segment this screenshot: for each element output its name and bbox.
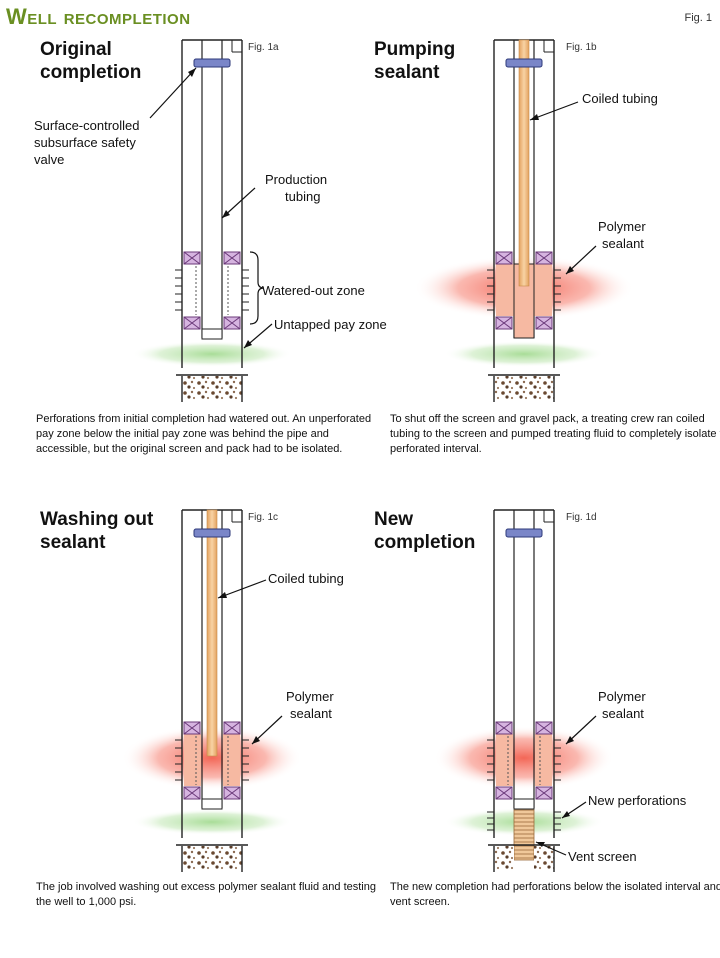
gravel-pack	[182, 846, 242, 870]
pay-zone-green	[132, 809, 292, 835]
label-new-perforations: New perforations	[588, 793, 687, 808]
label-safety-valve: Surface-controlled subsurface safety val…	[34, 118, 140, 167]
label-polymer-sealant: Polymer sealant	[598, 219, 646, 251]
page-title: Well recompletion	[6, 4, 191, 29]
packers	[183, 251, 241, 330]
untapped-pay-zone	[132, 341, 292, 367]
gravel-pack	[494, 376, 554, 400]
caption-1c: The job involved washing out excess poly…	[36, 881, 376, 908]
heading-1b: Pumping sealant	[374, 39, 456, 83]
label-polymer-sealant: Polymer sealant	[598, 689, 646, 721]
fig-label-1a: Fig. 1a	[248, 42, 279, 53]
well-diagram-1d	[434, 509, 614, 872]
coiled-tubing	[206, 509, 218, 757]
heading-1d: New completion	[374, 509, 476, 553]
sealant-zone-red	[434, 726, 614, 790]
label-vent-screen: Vent screen	[568, 849, 637, 864]
label-production-tubing: Production tubing	[265, 172, 328, 204]
caption-1a: Perforations from initial completion had…	[36, 413, 372, 455]
perforations	[487, 739, 561, 781]
packers	[183, 721, 241, 800]
perforations	[487, 269, 561, 311]
safety-valve	[505, 58, 543, 68]
arrow-valve	[149, 67, 197, 119]
fig-label-1d: Fig. 1d	[566, 512, 597, 523]
gravel-pack	[494, 846, 514, 870]
fig-label-1c: Fig. 1c	[248, 512, 279, 523]
caption-1b: To shut off the screen and gravel pack, …	[390, 413, 720, 455]
perforations	[175, 269, 249, 311]
packers	[495, 721, 553, 800]
well-diagram-1b	[414, 39, 634, 402]
polymer-sealant-fill	[184, 734, 201, 786]
label-coiled-tubing: Coiled tubing	[582, 91, 658, 106]
new-perforations	[487, 811, 561, 831]
pay-zone-green	[444, 341, 604, 367]
label-watered-out-zone: Watered-out zone	[262, 283, 365, 298]
polymer-sealant-fill	[496, 734, 513, 786]
coiled-tubing	[518, 39, 530, 287]
figure-reference: Fig. 1	[684, 12, 712, 24]
safety-valve	[193, 528, 231, 538]
label-coiled-tubing: Coiled tubing	[268, 571, 344, 586]
panel-pumping-sealant: Pumping sealant Fig. 1b Coiled tubing Po…	[360, 30, 720, 488]
bracket-watered-out	[249, 251, 265, 325]
label-untapped-pay-zone: Untapped pay zone	[274, 317, 387, 332]
well-diagram-1a	[132, 39, 292, 402]
well-diagram-1c	[122, 509, 302, 872]
heading-1a: Original completion	[40, 39, 142, 83]
panel-original-completion: Original completion Fig. 1a Surface-cont…	[0, 30, 387, 488]
safety-valve	[505, 528, 543, 538]
gravel-pack	[182, 376, 242, 400]
heading-1c: Washing out sealant	[40, 509, 154, 553]
label-polymer-sealant: Polymer sealant	[286, 689, 334, 721]
panel-new-completion: New completion Fig. 1d Polymer sealant N…	[360, 500, 720, 958]
perforations	[175, 739, 249, 781]
fig-label-1b: Fig. 1b	[566, 42, 597, 53]
safety-valve	[193, 58, 231, 68]
caption-1d: The new completion had perforations belo…	[390, 881, 720, 908]
vent-screen	[513, 809, 535, 861]
panel-washing-out-sealant: Washing out sealant Fig. 1c Coiled tubin…	[0, 500, 376, 958]
screen	[195, 266, 229, 315]
packers	[495, 251, 553, 330]
